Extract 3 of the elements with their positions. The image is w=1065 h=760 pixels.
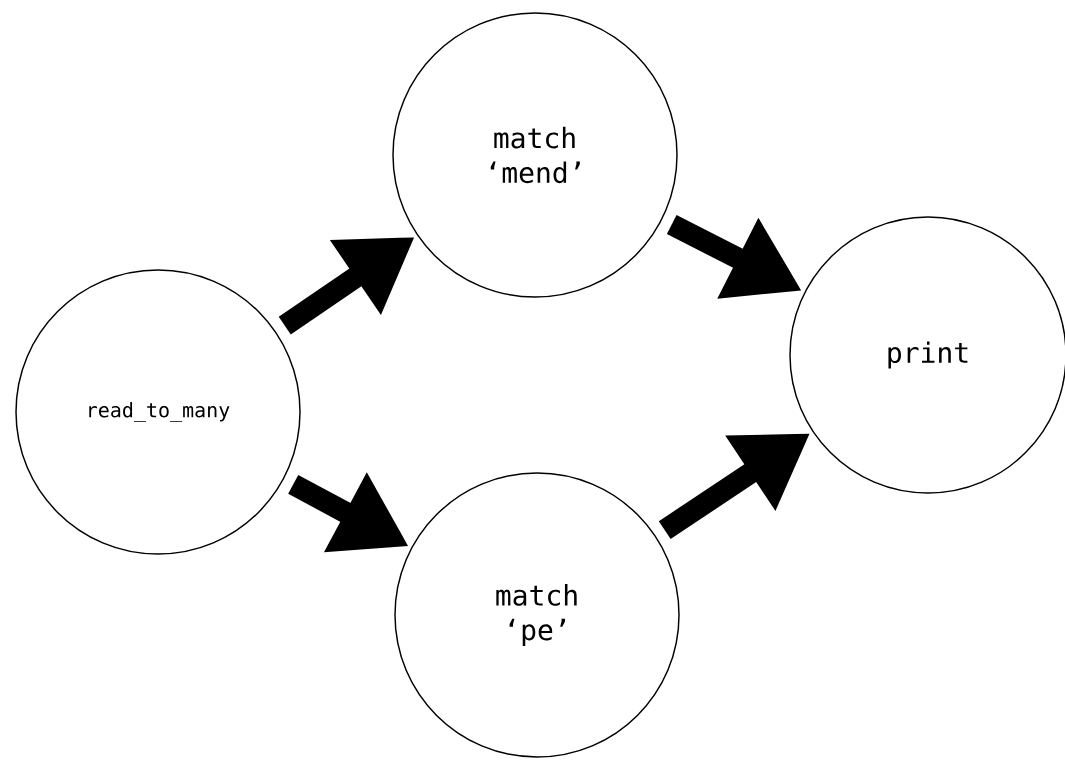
- circle-node: read_to_many: [15, 269, 301, 555]
- circle-node: match ‘mend’: [392, 12, 678, 298]
- circle-node: match ‘pe’: [394, 472, 680, 758]
